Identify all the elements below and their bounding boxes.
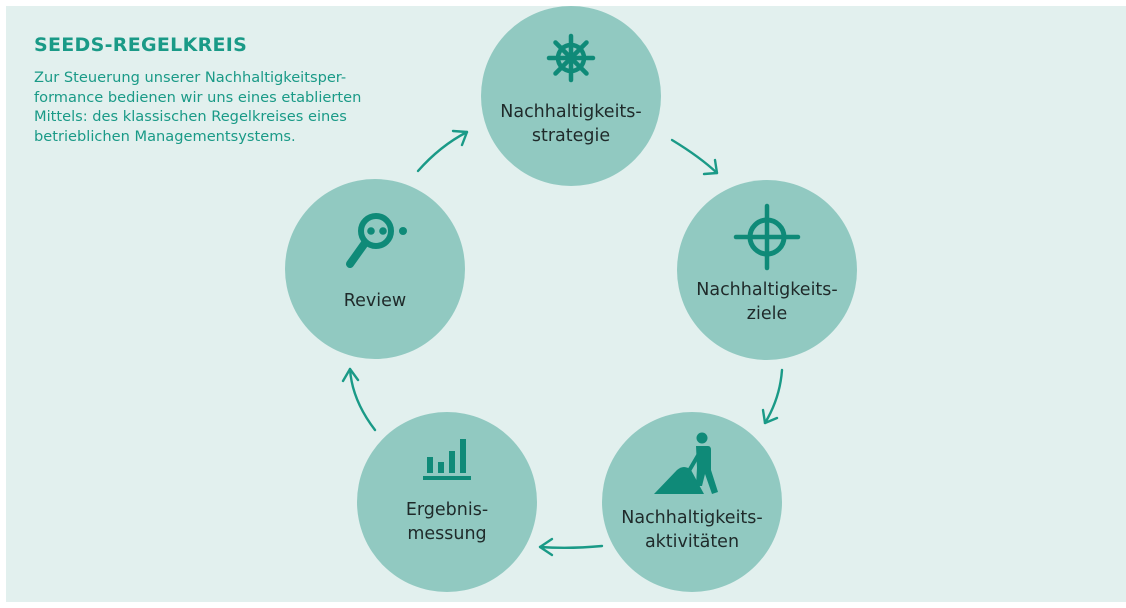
arrow-ziele-to-aktivitaeten [761, 368, 784, 425]
node-label-line: Nachhaltigkeits- [621, 508, 763, 528]
ships-wheel-icon [546, 33, 596, 83]
node-label-line: strategie [531, 126, 611, 146]
node-label-line: messung [407, 524, 487, 544]
page-title: SEEDS-REGELKREIS [34, 34, 248, 56]
node-label-line: ziele [746, 304, 788, 324]
intro-line: betrieblichen Managementsystems. [34, 127, 296, 145]
intro-line: formance bedienen wir uns eines etablier… [34, 88, 362, 106]
intro-text: Zur Steuerung unserer Nachhaltigkeitsper… [34, 68, 404, 146]
node-label-line: aktivitäten [644, 532, 740, 552]
arrow-review-to-strategie [416, 129, 469, 173]
bar-chart-icon [423, 439, 471, 480]
node-label: Review [285, 289, 465, 313]
intro-line: Zur Steuerung unserer Nachhaltigkeitsper… [34, 69, 347, 86]
node-label-line: Nachhaltigkeits- [696, 280, 838, 300]
cycle-node-ziele: Nachhaltigkeits- ziele [677, 180, 857, 360]
node-label-line: Ergebnis- [405, 500, 489, 520]
magnifier-icon [346, 213, 407, 268]
node-label: Nachhaltigkeits- ziele [677, 278, 857, 326]
node-label: Nachhaltigkeits- strategie [481, 100, 661, 148]
arrow-aktivitaeten-to-messung [538, 537, 604, 557]
crosshair-target-icon [733, 203, 801, 271]
arrow-strategie-to-ziele [670, 138, 719, 176]
cycle-node-strategie: Nachhaltigkeits- strategie [481, 6, 661, 186]
node-label-line: Nachhaltigkeits- [500, 102, 642, 122]
cycle-node-aktivitaeten: Nachhaltigkeits- aktivitäten [602, 412, 782, 592]
node-label: Nachhaltigkeits- aktivitäten [602, 506, 782, 554]
shovel-worker-icon [654, 432, 718, 494]
node-label-line: Review [343, 291, 407, 311]
node-label: Ergebnis- messung [357, 498, 537, 546]
cycle-node-review: Review [285, 179, 465, 359]
arrow-messung-to-review [341, 367, 377, 432]
intro-line: Mittels: des klassischen Regelkreises ei… [34, 108, 347, 125]
cycle-node-ergebnismessung: Ergebnis- messung [357, 412, 537, 592]
